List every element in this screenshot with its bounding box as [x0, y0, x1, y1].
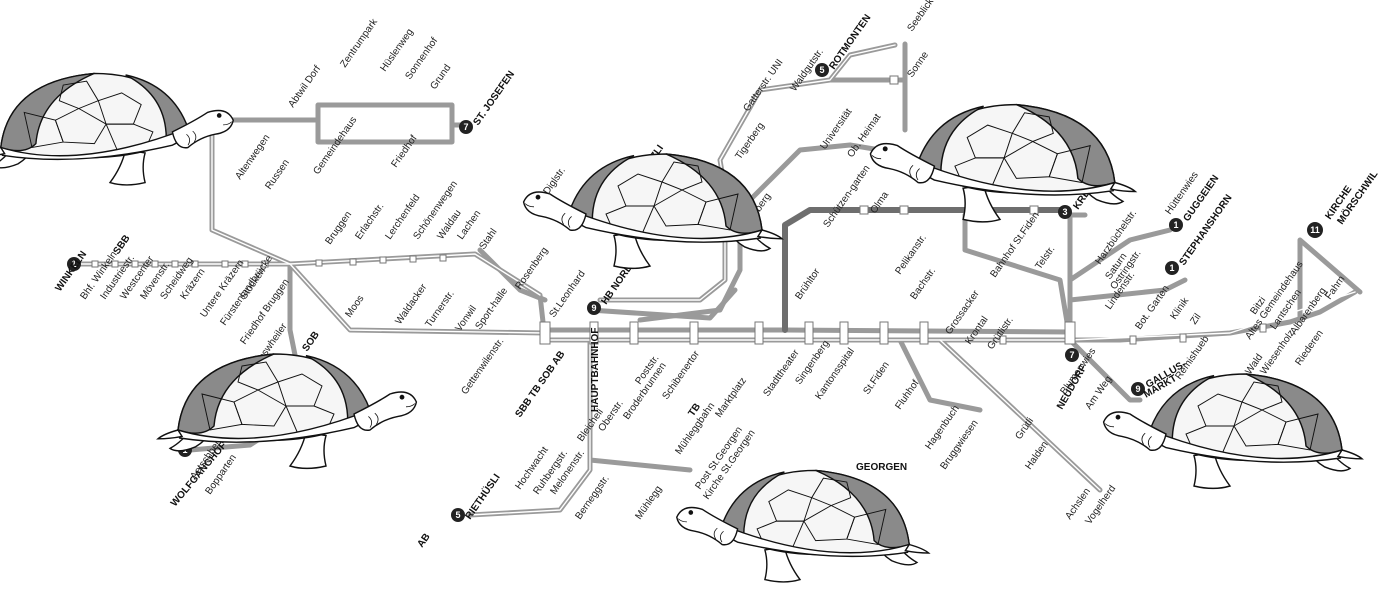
svg-text:3: 3	[1062, 207, 1067, 217]
stop-label: Remishueb	[1173, 334, 1211, 382]
svg-text:9: 9	[591, 303, 596, 313]
stop-label: Schibenertor	[660, 348, 702, 401]
stop-label: Turnerstr.	[423, 289, 456, 330]
svg-text:7: 7	[1069, 350, 1074, 360]
stop-label: Waldacker	[393, 281, 429, 326]
stop-label: Grund	[428, 63, 453, 92]
stop-label: Altenwegen	[233, 133, 272, 182]
svg-text:1: 1	[1173, 220, 1178, 230]
stephanshorn-badge[interactable]: 1	[1165, 261, 1179, 275]
stop-label: Vonwil	[453, 304, 479, 334]
stop-label: Bruggen	[323, 209, 354, 246]
stop-label: Halden	[1023, 439, 1050, 471]
stop-label: Fluhhof	[893, 378, 921, 412]
stop-label: Zentrumpark	[338, 16, 380, 70]
terminus-hauptbahnhof: HAUPTBAHNHOF	[590, 328, 601, 412]
stop-label: Schützen-garten	[821, 163, 872, 229]
stop-label: Telstr.	[1033, 244, 1057, 272]
badge-sbb-tb-sob-ab: SBB TB SOB AB	[513, 349, 567, 420]
turtle-top-left	[0, 73, 233, 185]
svg-text:7: 7	[463, 122, 468, 132]
stop-label: St.Leonhard	[547, 269, 587, 320]
stop-label: Zil	[1188, 312, 1203, 327]
turtle-top-right	[870, 105, 1135, 222]
stop-label: Sport-halle	[473, 285, 510, 331]
stop-label: Rosenberg	[513, 245, 550, 291]
neudorf-badge[interactable]: 7	[1065, 348, 1079, 362]
stop-label: Sonne	[905, 49, 931, 79]
terminus-georgen: GEORGEN	[856, 462, 907, 473]
stop-label: Pelikanstr.	[893, 233, 928, 277]
stop-label: Diglstr.	[541, 165, 568, 196]
guggeien-badge[interactable]: 1	[1169, 218, 1183, 232]
stop-label: Seeblick	[905, 0, 936, 34]
terminus-st-josefen: ST. JOSEFEN	[471, 69, 517, 128]
stop-label: St.Fiden	[861, 360, 891, 397]
stop-label: Russen	[263, 158, 291, 192]
svg-text:1: 1	[1169, 263, 1174, 273]
hb-nord-badge[interactable]: 9	[587, 301, 601, 315]
stop-label: Gettenwilenstr.	[459, 336, 506, 397]
svg-text:5: 5	[819, 65, 824, 75]
stop-label: Stahl	[477, 227, 499, 252]
stop-label: Bachstr.	[908, 266, 938, 302]
stop-label: Stadttheater	[761, 347, 802, 398]
stop-label: Friedhof	[389, 133, 419, 170]
kirche-moerschwil-badge[interactable]: 11	[1307, 222, 1323, 238]
stop-label: Mühlegg	[633, 484, 664, 522]
stop-label: Moos	[343, 293, 366, 319]
svg-text:9: 9	[1135, 384, 1140, 394]
terminus-rotmonten: ROTMONTEN	[827, 13, 873, 72]
terminus-sob: SOB	[300, 330, 321, 354]
stop-label: Am Weg	[1083, 374, 1114, 412]
stop-label: Erlachstr.	[353, 201, 386, 241]
badge-ab: AB	[415, 532, 432, 550]
stop-label: Brühltor	[793, 266, 822, 302]
stop-label: Klinik	[1168, 295, 1191, 322]
kreuz-badge[interactable]: 3	[1058, 205, 1072, 219]
badge-marktplatz: Marktplatz	[713, 376, 748, 420]
svg-text:5: 5	[455, 510, 460, 520]
svg-text:11: 11	[1310, 225, 1320, 235]
stop-label: Wiesenholz	[1258, 328, 1297, 377]
terminus-stephanshorn: STEPHANSHORN	[1177, 193, 1234, 268]
